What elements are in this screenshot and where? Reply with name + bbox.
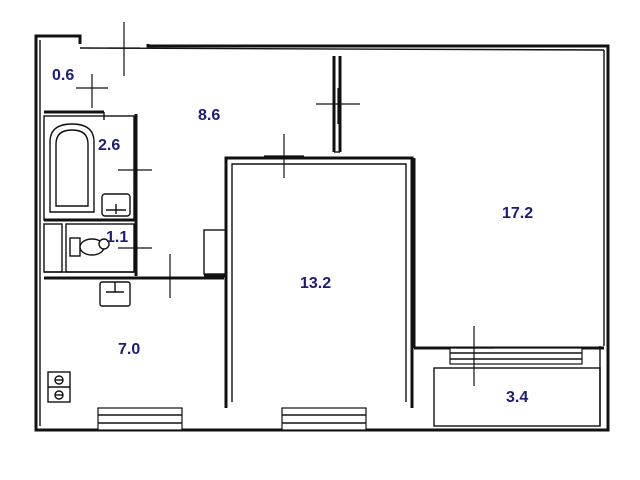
- area-label-kitchen: 7.0: [118, 341, 140, 358]
- area-label-large-room: 17.2: [502, 205, 533, 222]
- window-kitchen: [97, 407, 183, 431]
- area-label-hall: 8.6: [198, 107, 220, 124]
- window-large-room: [449, 347, 583, 365]
- area-label-toilet: 1.1: [106, 229, 128, 246]
- area-label-balcony: 3.4: [506, 389, 528, 406]
- stove-icon: [47, 371, 71, 403]
- sink-icon: [101, 193, 131, 217]
- kitchen-sink-icon: [99, 281, 131, 307]
- bathtub-icon: [49, 123, 95, 213]
- interior-walls: [43, 56, 604, 427]
- door-marks: [76, 22, 494, 386]
- window-middle-room: [281, 407, 367, 431]
- toilet-icon: [69, 237, 110, 257]
- windows: [97, 347, 583, 431]
- area-label-middle-room: 13.2: [300, 275, 331, 292]
- area-label-bathroom: 2.6: [98, 137, 120, 154]
- area-label-closet: 0.6: [52, 67, 74, 84]
